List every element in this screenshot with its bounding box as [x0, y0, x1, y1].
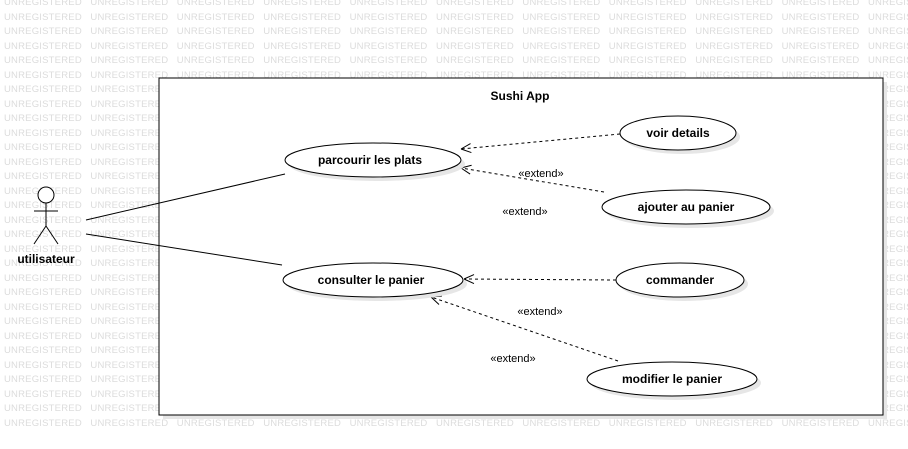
use-case-ajouter-au-panier[interactable]: ajouter au panier — [601, 189, 774, 228]
extend-ajouter-panier-arrow[interactable] — [460, 164, 605, 193]
extend-modifier-panier-arrow[interactable] — [430, 295, 619, 362]
extend-label: «extend» — [502, 206, 547, 218]
use-case-label: parcourir les plats — [318, 153, 422, 167]
use-case-label: ajouter au panier — [638, 200, 735, 214]
actor-stick-figure-icon — [33, 186, 59, 245]
extend-commander-arrow[interactable] — [463, 274, 617, 285]
use-case-label: commander — [646, 273, 714, 287]
association-actor-consulter[interactable] — [85, 233, 283, 266]
extend-label: «extend» — [490, 353, 535, 365]
association-actor-parcourir[interactable] — [85, 173, 286, 221]
system-title: Sushi App — [491, 89, 550, 103]
extend-label: «extend» — [517, 306, 562, 318]
actor-utilisateur[interactable]: utilisateur — [17, 186, 75, 266]
use-case-parcourir-les-plats[interactable]: parcourir les plats — [284, 142, 465, 181]
use-case-modifier-le-panier[interactable]: modifier le panier — [586, 361, 761, 400]
system-boundary[interactable]: Sushi App — [158, 77, 887, 419]
actor-label: utilisateur — [17, 252, 75, 266]
use-case-voir-details[interactable]: voir details — [619, 115, 740, 154]
use-case-label: modifier le panier — [622, 372, 722, 386]
use-case-label: voir details — [646, 126, 710, 140]
extend-voir-details-arrow[interactable] — [460, 133, 621, 154]
use-case-consulter-le-panier[interactable]: consulter le panier — [282, 262, 467, 301]
use-case-label: consulter le panier — [318, 273, 425, 287]
use-case-commander[interactable]: commander — [615, 262, 748, 301]
extend-label: «extend» — [518, 168, 563, 180]
